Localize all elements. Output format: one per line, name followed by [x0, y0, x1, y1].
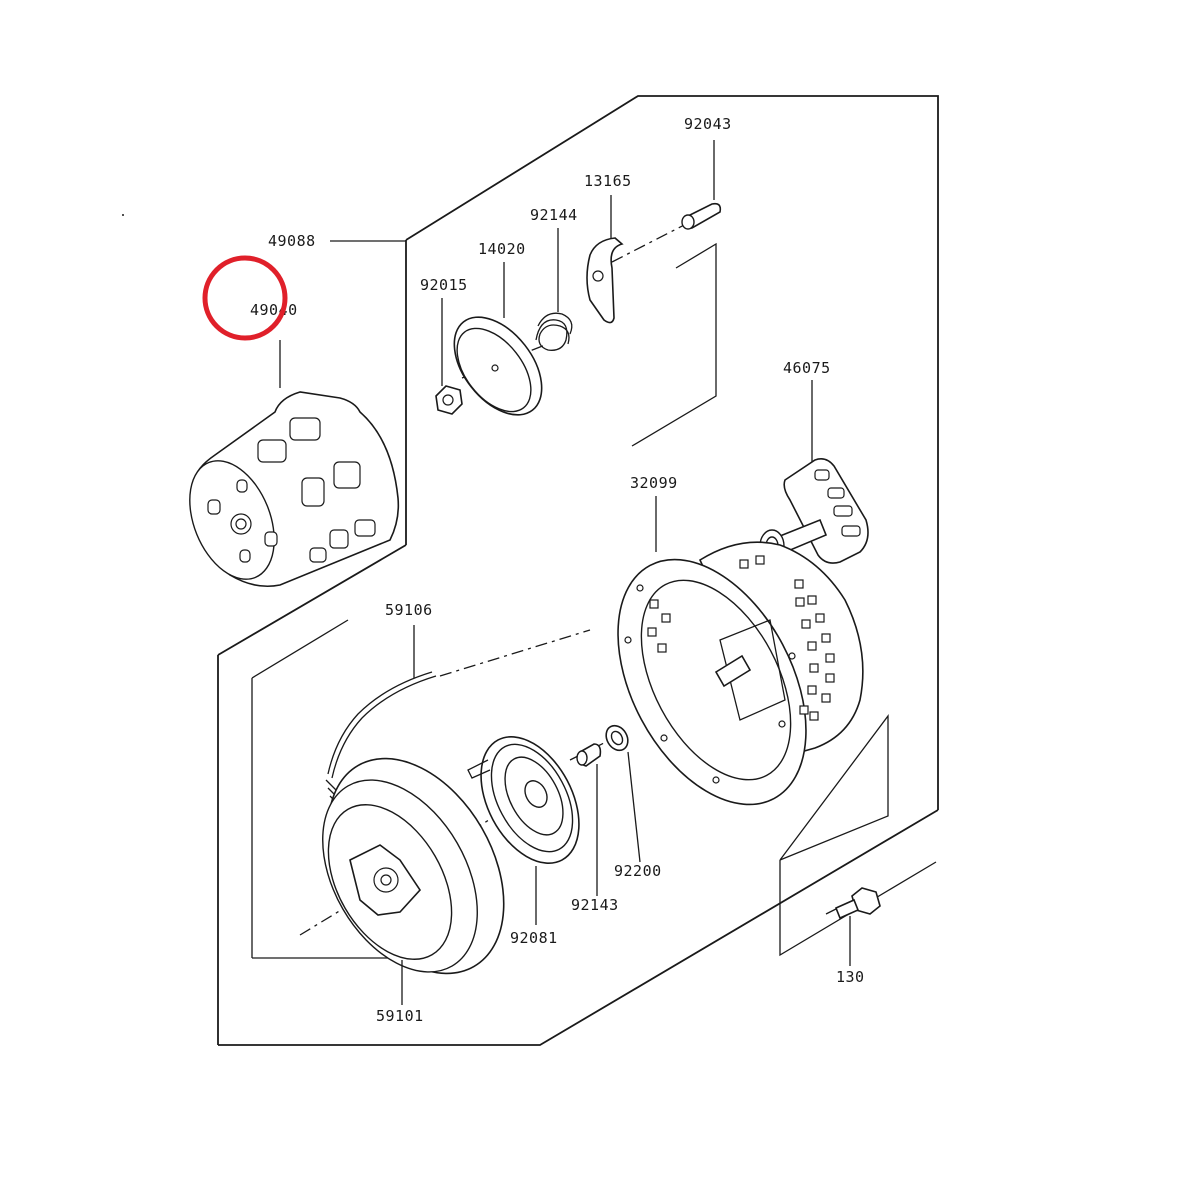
label-130: 130 — [836, 968, 865, 986]
label-92200: 92200 — [614, 862, 662, 880]
part-92144-spring-drawing — [535, 228, 573, 351]
scan-speck — [122, 214, 124, 216]
label-92143: 92143 — [571, 896, 619, 914]
label-92144: 92144 — [530, 206, 578, 224]
label-59106: 59106 — [385, 601, 433, 619]
part-13165-pawl-drawing — [586, 195, 624, 324]
part-49040-cover-drawing — [189, 340, 400, 588]
part-92043-pin-drawing — [681, 140, 722, 230]
part-92015-nut-drawing — [435, 298, 463, 415]
part-32099-case-drawing — [617, 496, 864, 806]
label-49088: 49088 — [268, 232, 316, 250]
part-14020-plate-drawing — [453, 262, 543, 416]
label-49040: 49040 — [250, 301, 298, 319]
case-grill-holes — [647, 555, 835, 721]
label-14020: 14020 — [478, 240, 526, 258]
part-46075-handle-drawing — [759, 380, 869, 564]
label-92015: 92015 — [420, 276, 468, 294]
highlight-circle — [202, 255, 288, 341]
label-46075: 46075 — [783, 359, 831, 377]
part-59101-reel-drawing — [322, 757, 505, 1005]
part-92200-washer-drawing — [605, 724, 641, 863]
label-92043: 92043 — [684, 115, 732, 133]
assembly-frame — [217, 95, 939, 1046]
label-13165: 13165 — [584, 172, 632, 190]
part-130-bolt-drawing — [834, 887, 881, 966]
label-59101: 59101 — [376, 1007, 424, 1025]
part-92143-collar-drawing — [576, 743, 602, 896]
label-32099: 32099 — [630, 474, 678, 492]
part-59106-rope-drawing — [325, 625, 437, 807]
part-labels: 92043 13165 92144 49088 14020 92015 4904… — [250, 115, 865, 1025]
part-92081-spring-drawing — [467, 736, 580, 925]
label-92081: 92081 — [510, 929, 558, 947]
